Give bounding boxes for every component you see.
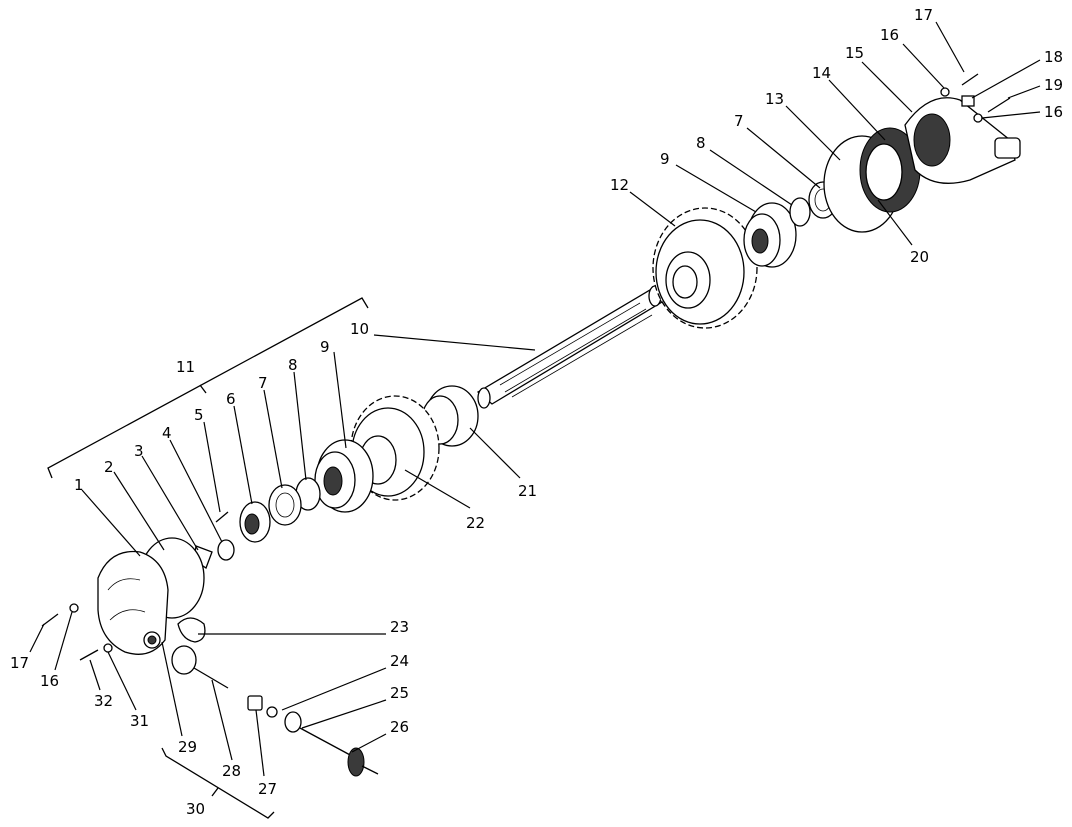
callout-30: 30: [186, 800, 205, 818]
callout-3: 3: [134, 442, 144, 460]
end-cover: [904, 97, 1021, 184]
callout-7-left: 7: [258, 374, 268, 392]
callout-32: 32: [94, 692, 113, 710]
callout-17-right: 17: [914, 6, 933, 24]
callout-25: 25: [390, 684, 409, 702]
threaded-collar-6: [239, 501, 271, 543]
bracket-30: [161, 747, 275, 819]
callout-15: 15: [845, 44, 864, 62]
nut-left: [268, 484, 302, 526]
bracket-11: [47, 297, 369, 479]
pin-5: [215, 511, 229, 523]
fitting-18: [961, 95, 975, 107]
callout-2: 2: [104, 458, 114, 476]
bolt-19: [987, 97, 1011, 113]
washer-16-top: [940, 87, 950, 97]
callout-23: 23: [390, 618, 409, 636]
bearing-right: [743, 202, 797, 268]
callout-17-left: 17: [10, 654, 29, 672]
large-gear: [652, 207, 758, 329]
washer-4: [217, 539, 235, 561]
washer-16-left: [69, 603, 79, 613]
callout-16-right: 16: [1044, 103, 1063, 121]
callout-5: 5: [194, 406, 204, 424]
plate-14: [859, 127, 921, 213]
callout-26: 26: [390, 718, 409, 736]
callout-28: 28: [222, 762, 241, 780]
housing-1: [97, 550, 169, 655]
callout-8-left: 8: [288, 356, 298, 374]
bracket-11-tick: [199, 384, 207, 394]
washer-31: [103, 643, 113, 653]
shaft-25: [299, 727, 379, 777]
bracket-30-tick: [211, 787, 219, 797]
bolt-32: [79, 649, 99, 661]
leader-lines: [29, 21, 1041, 777]
callout-4: 4: [162, 424, 172, 442]
callout-18: 18: [1044, 48, 1063, 66]
callout-31: 31: [130, 712, 149, 730]
callout-10: 10: [350, 320, 369, 338]
fitting-27: [247, 695, 278, 718]
callout-21: 21: [518, 482, 537, 500]
callout-6: 6: [226, 390, 236, 408]
seal-23: [177, 617, 206, 643]
sleeve-24: [284, 711, 302, 733]
callout-14: 14: [812, 64, 831, 82]
callout-12: 12: [610, 176, 629, 194]
callout-7-right: 7: [734, 112, 744, 130]
ring-right: [789, 197, 811, 227]
callout-16-top: 16: [880, 26, 899, 44]
callout-24: 24: [390, 652, 409, 670]
callout-29: 29: [178, 738, 197, 756]
callout-20: 20: [910, 248, 929, 266]
drive-gear-28: [171, 645, 229, 689]
callout-22: 22: [466, 514, 485, 532]
bearing-left: [314, 439, 374, 513]
washer-16-right: [973, 113, 983, 123]
callout-27: 27: [258, 780, 277, 798]
callout-11: 11: [176, 358, 195, 376]
callout-9-right: 9: [660, 150, 670, 168]
callout-labels: 17 16 15 14 13 18 19 16 7 8 9 12 20 10 1…: [10, 6, 1063, 818]
callout-1: 1: [74, 476, 84, 494]
bolt-17-left: [41, 613, 59, 627]
bolt-17-right: [961, 73, 979, 86]
callout-16-left: 16: [40, 672, 59, 690]
callout-19: 19: [1044, 76, 1063, 94]
callout-13: 13: [765, 90, 784, 108]
callout-8-right: 8: [696, 134, 706, 152]
callout-9-left: 9: [320, 338, 330, 356]
